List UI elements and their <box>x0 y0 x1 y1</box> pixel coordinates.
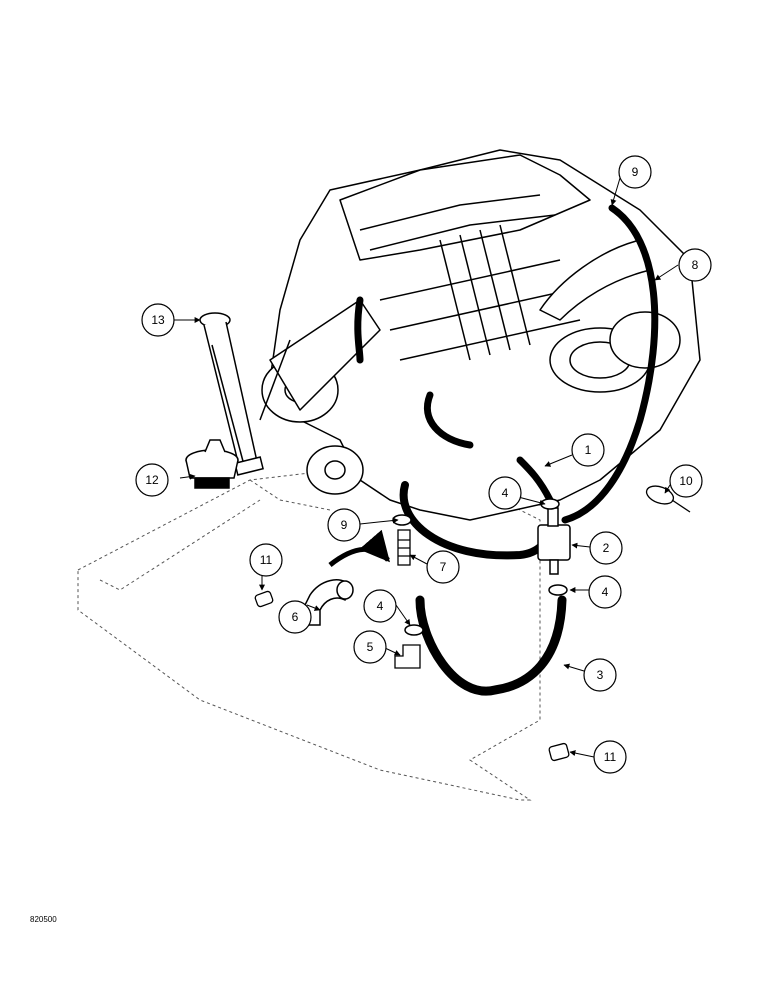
callout-8: 8 <box>678 248 712 282</box>
callout-label: 4 <box>502 486 509 500</box>
callout-label: 12 <box>145 473 159 487</box>
elbow-5 <box>394 644 421 669</box>
callout-label: 11 <box>260 553 273 567</box>
plugs-11 <box>254 590 570 762</box>
fitting-7 <box>397 529 411 566</box>
callout-11-left: 11 <box>249 543 283 577</box>
callout-label: 4 <box>377 599 384 613</box>
callout-label: 2 <box>603 541 610 555</box>
hose-upper-left <box>354 296 364 364</box>
fuel-hoses <box>354 204 659 696</box>
hose-mid <box>423 391 474 449</box>
callout-10: 10 <box>669 464 703 498</box>
callout-6: 6 <box>278 600 312 634</box>
callout-4-left: 4 <box>363 589 397 623</box>
hose-1 <box>516 456 554 504</box>
callout-9-lower: 9 <box>327 508 361 542</box>
callout-9-upper: 9 <box>618 155 652 189</box>
callout-label: 3 <box>597 668 604 682</box>
hose-clamps <box>392 498 568 636</box>
callout-label: 9 <box>341 518 348 532</box>
callout-3: 3 <box>583 658 617 692</box>
callout-11-right: 11 <box>593 740 627 774</box>
callout-label: 8 <box>692 258 699 272</box>
callout-label: 1 <box>585 443 592 457</box>
callout-label: 13 <box>151 313 165 327</box>
callout-label: 4 <box>602 585 609 599</box>
callout-label: 6 <box>292 610 299 624</box>
hose-8 <box>561 204 659 524</box>
hose-3 <box>415 595 567 696</box>
callout-12: 12 <box>135 463 169 497</box>
cap-12 <box>185 439 239 489</box>
callout-13: 13 <box>141 303 175 337</box>
callout-2: 2 <box>589 531 623 565</box>
callout-label: 9 <box>632 165 639 179</box>
callout-4-upper: 4 <box>488 476 522 510</box>
sight-gauge-13 <box>199 312 264 476</box>
callout-7: 7 <box>426 550 460 584</box>
elbow-6 <box>304 579 354 626</box>
callout-label: 5 <box>367 640 374 654</box>
callout-5: 5 <box>353 630 387 664</box>
figure-id: 820500 <box>30 915 57 924</box>
callout-label: 11 <box>604 750 617 764</box>
engine-block <box>259 149 701 521</box>
callout-4-right: 4 <box>588 575 622 609</box>
fuel-filter <box>537 507 571 575</box>
callout-label: 10 <box>679 474 693 488</box>
flow-arrow <box>328 529 390 567</box>
callout-label: 7 <box>440 560 447 574</box>
callout-1: 1 <box>571 433 605 467</box>
